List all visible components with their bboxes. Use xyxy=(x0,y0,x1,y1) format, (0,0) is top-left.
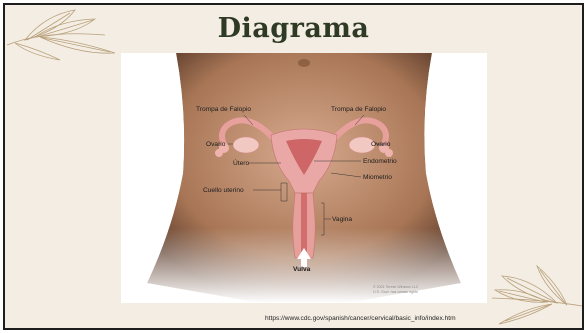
label-vulva: Vulva xyxy=(293,266,311,273)
label-ovary-left: Ovario xyxy=(206,141,226,148)
label-vagina: Vagina xyxy=(332,216,352,223)
copyright-line-1: © 2021 Terese Winslow LLC xyxy=(373,285,419,289)
label-uterus: Útero xyxy=(233,158,249,167)
label-myometrium: Miometrio xyxy=(363,174,392,181)
label-ovary-right: Ovario xyxy=(371,141,391,148)
source-url: https://www.cdc.gov/spanish/cancer/cervi… xyxy=(265,315,456,322)
label-fallopian-tube-left: Trompa de Falopio xyxy=(196,106,251,113)
slide-title: Diagrama xyxy=(5,13,582,44)
label-fallopian-tube-right: Trompa de Falopio xyxy=(331,106,386,113)
anatomy-diagram: Trompa de Falopio Trompa de Falopio Ovar… xyxy=(121,53,487,303)
leaf-decoration-bottom-right xyxy=(487,258,582,328)
slide: Diagrama xyxy=(3,3,584,330)
copyright-line-2: U.S. Govt. has certain rights xyxy=(373,290,418,294)
label-cervix: Cuello uterino xyxy=(203,187,244,194)
anatomy-figure: Trompa de Falopio Trompa de Falopio Ovar… xyxy=(121,53,487,303)
label-endometrium: Endometrio xyxy=(363,158,397,165)
